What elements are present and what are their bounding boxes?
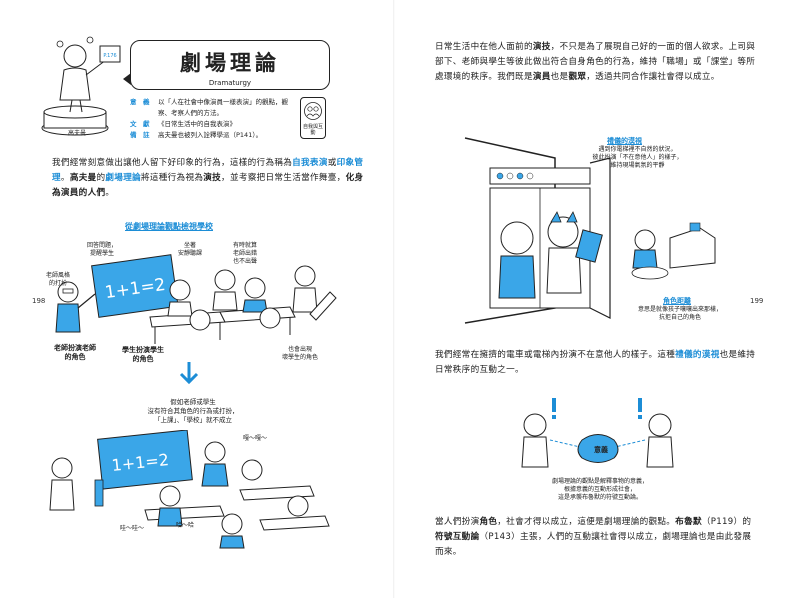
text-run: ，社會才得以成立，這便是劇場理論的觀點。 [497,517,676,527]
role-distance-title: 角色距離 [663,297,691,305]
text-run: 。 [60,173,70,183]
elevator-illustration [464,137,716,324]
bold-term: 演技 [203,173,222,183]
text-run: （P119）的 [701,517,752,527]
down-arrow-icon [179,362,199,385]
text-run: ，透過共同合作讓社會得以成立。 [586,72,720,82]
label-noise: 嘎～嘎～ [242,435,267,442]
meta-value: 《日常生活中的自我表演》 [158,120,236,128]
text-run: 或 [327,158,337,168]
term-subtitle: Dramaturgy [208,79,252,87]
text-run: 。 [105,188,115,198]
text-run: 日常生活中在他人面前的 [435,42,533,52]
right-page: 日常生活中在他人面前的演技，不只是為了展現自己好的一面的個人欲求。上司與部下、老… [395,0,790,598]
bold-term: 演員 [532,72,551,82]
page-number-left: 198 [32,297,46,305]
meta-value: 以「人在社會中像演員一樣表演」的觀點，觀察、考察人們的方法。 [158,98,288,117]
label-teacher-role: 老師扮演老師的角色 [54,344,96,361]
classroom-illustration-top: 1+1=2 [55,254,337,344]
text-run: 也是 [550,72,569,82]
label-answer: 回答問題，提醒學生 [86,242,117,257]
meta-row-literature: 文 獻 《日常生活中的自我表演》 [130,119,300,130]
bold-term: 化身為演員的人們 [52,173,364,198]
label-bad-student: 也會出現壞學生的角色 [281,346,318,361]
meta-key: 文 獻 [130,120,150,128]
text-run: ，不只是為了展現自己好的一面的個人欲求。上司與部下、老師與學生等彼此做出符合自身… [435,42,756,82]
elevator-callout-title: 禮儀的漠視 [607,137,642,145]
related-topic-badge: 自我與互動 [300,97,326,139]
bold-term: 角色 [479,517,498,527]
paragraph-performance: 日常生活中在他人面前的演技，不只是為了展現自己好的一面的個人欲求。上司與部下、老… [435,40,759,85]
text-run: 的 [96,173,106,183]
meaning-bubble-label: 意義 [594,446,608,454]
term-title-box: 劇場理論 Dramaturgy [123,40,330,90]
speech-pointer [123,73,131,85]
left-page: P.176 高夫曼 劇場理論 Dramaturgy 意 義 以「人在社會中像演員… [32,36,372,549]
label-ha: 哈～哈 [175,522,194,529]
meta-row-meaning: 意 義 以「人在社會中像演員一樣表演」的觀點，觀察、考察人們的方法。 [130,97,300,119]
label-wa: 哇～哇～ [119,525,144,532]
meta-key: 意 義 [130,98,150,106]
bold-term: 布魯默 [675,517,702,527]
label-sleeping: 有時就算老師出錯也不出聲 [232,242,257,265]
goffman-statue-illustration: P.176 [41,36,121,136]
illustration-heading: 從劇場理論觀點檢視學校 [125,222,213,231]
text-run: 將這種行為視為 [140,173,204,183]
statue-name: 高夫曼 [68,130,87,137]
role-distance-text: 意思是就像孩子嚷嚷出來那樣，抗拒自己的角色 [637,306,722,321]
label-quiet: 坐著安靜聽課 [177,242,202,257]
meaning-caption: 劇場理論的觀點是解釋事物的意義，根據意義的互動形成社會，這是承襲布魯默的符號互動… [551,478,648,501]
label-if-not: 假如老師或學生沒有符合其角色的行為或打扮，「上課」、「學校」就不成立 [147,398,239,424]
statue-tag-text: P.176 [103,53,116,59]
page-number-right: 199 [750,297,764,305]
intro-paragraph: 我們經常刻意做出讓他人留下好印象的行為，這樣的行為稱為自我表演或印象管理。高夫曼… [52,156,372,201]
highlighted-term: 禮儀的漠視 [675,350,720,360]
meaning-interaction-illustration [521,398,674,468]
label-student-role: 學生扮演學生的角色 [122,346,164,363]
paragraph-symbolic-interaction: 當人們扮演角色，社會才得以成立，這便是劇場理論的觀點。布魯默（P119）的符號互… [435,515,759,560]
term-title: 劇場理論 [180,51,280,75]
bold-term: 觀眾 [568,72,587,82]
highlighted-term: 印象管理 [52,158,364,183]
text-run: 我們經常在擁擠的電車或電梯內扮演不在意他人的樣子。這種 [435,350,676,360]
highlighted-term: 自我表演 [292,158,328,168]
text-run: 也是維持日常秩序的互動之一。 [435,350,756,375]
bold-term: 高夫曼 [69,173,97,183]
classroom-illustration-bottom: 1+1=2 [49,430,330,549]
term-meta: 意 義 以「人在社會中像演員一樣表演」的觀點，觀察、考察人們的方法。 文 獻 《… [130,97,300,141]
meta-key: 備 註 [130,131,150,139]
paragraph-civil-inattention: 我們經常在擁擠的電車或電梯內扮演不在意他人的樣子。這種禮儀的漠視也是維持日常秩序… [435,348,759,378]
bold-term: 演技 [532,42,551,52]
related-topic-label: 自我與互動 [302,124,323,136]
text-run: （P143）主張，人們的互動讓社會得以成立，劇場理論也是由此發展而來。 [435,532,752,557]
meta-row-note: 備 註 高夫曼也被列入詮釋學派（P141）。 [130,130,300,141]
meta-value: 高夫曼也被列入詮釋學派（P141）。 [158,131,263,139]
text-run: ，並考察把日常生活當作舞臺， [221,173,346,183]
label-teacher-style: 老師風格的打扮 [45,272,70,287]
people-interaction-icon [304,102,322,120]
highlighted-term: 劇場理論 [105,173,141,183]
text-run: 我們經常刻意做出讓他人留下好印象的行為，這樣的行為稱為 [52,158,293,168]
text-run: 當人們扮演 [435,517,480,527]
elevator-callout-text: 遇到你電梯裡不自然的狀況，彼此扮演「不在意他人」的樣子，維持現場氣氛的平靜 [592,146,683,169]
bold-term: 符號互動論 [435,532,480,542]
